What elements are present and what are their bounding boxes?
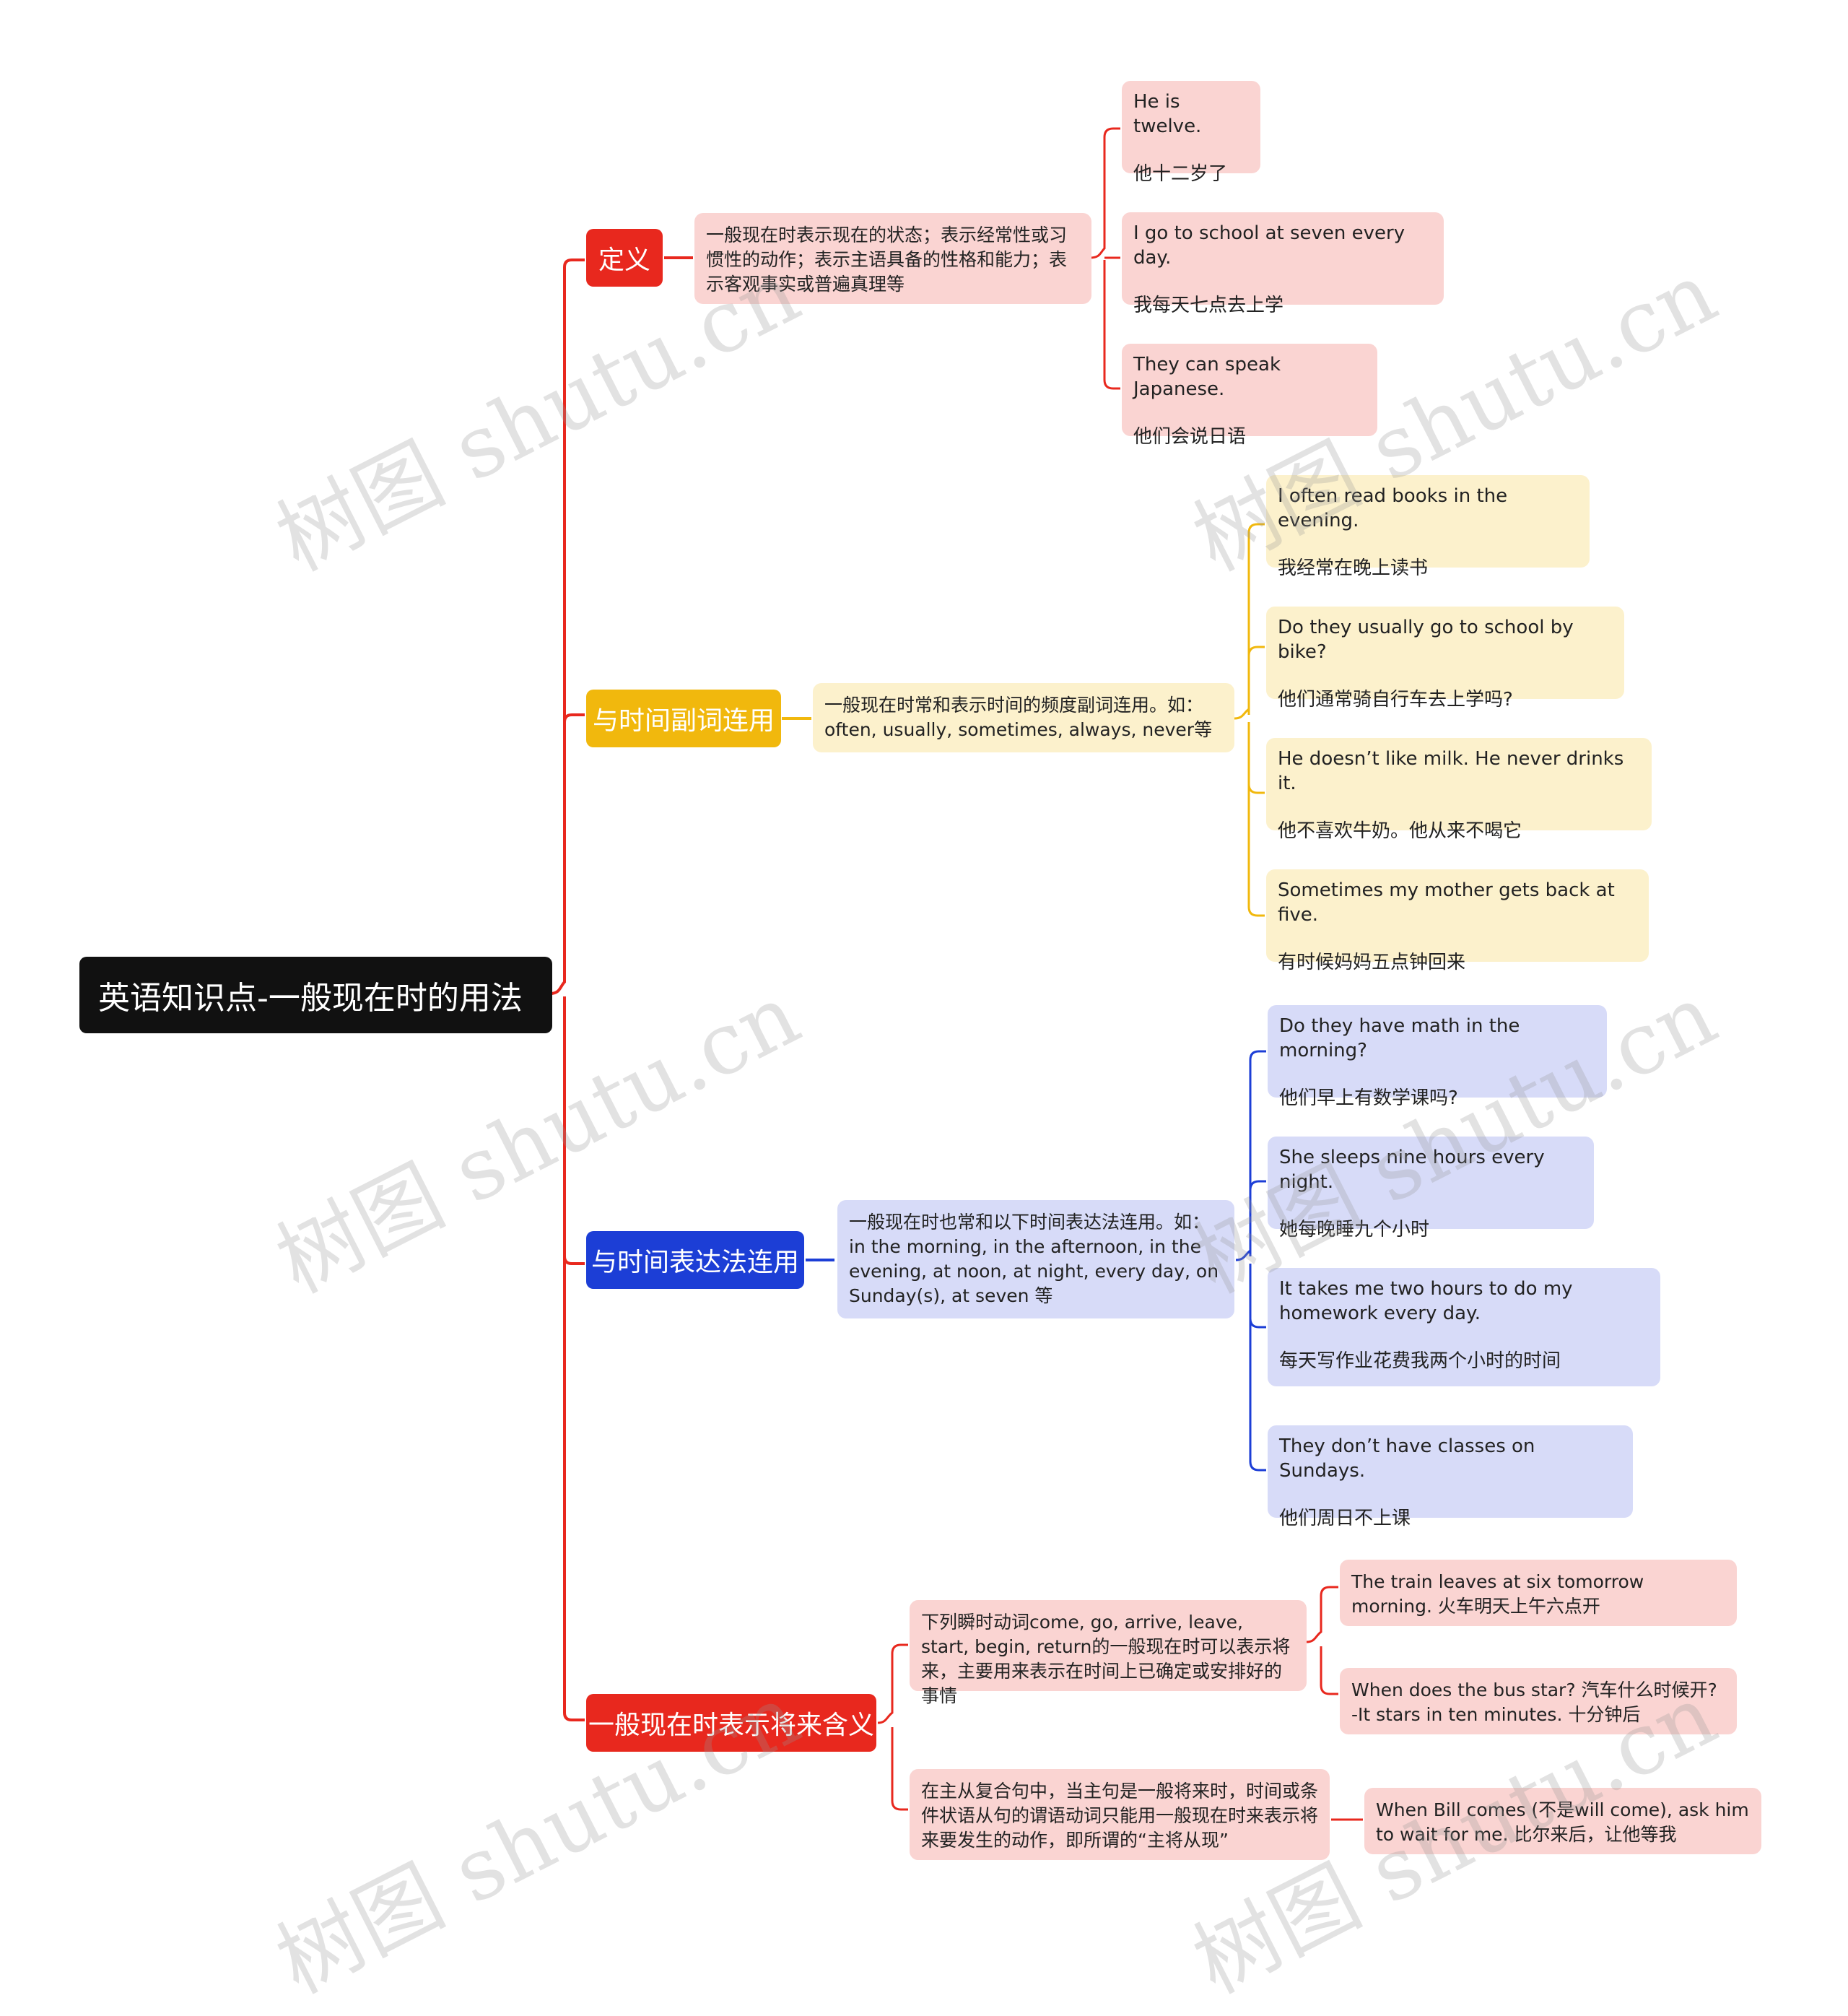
example-card[interactable]: I go to school at seven every day. 我每天七点… xyxy=(1122,212,1444,316)
example-card[interactable]: When does the bus star? 汽车什么时候开? -It sta… xyxy=(1340,1668,1737,1734)
connector-root-trunk xyxy=(549,258,585,995)
branch-time-expressions-description[interactable]: 一般现在时也常和以下时间表达法连用。如：in the morning, in t… xyxy=(837,1200,1234,1318)
example-card[interactable]: He doesn’t like milk. He never drinks it… xyxy=(1266,738,1652,842)
branch-definition[interactable]: 定义 xyxy=(586,229,663,287)
connector-trunk-b3 xyxy=(563,1256,585,1265)
branch-label: 一般现在时表示将来含义 xyxy=(588,1711,874,1740)
root-topic[interactable]: 英语知识点-一般现在时的用法 xyxy=(79,957,552,1033)
connector-b4-sub xyxy=(877,1643,908,1811)
branch-label: 定义 xyxy=(598,246,650,275)
branch-future-meaning[interactable]: 一般现在时表示将来含义 xyxy=(586,1694,876,1752)
example-card[interactable]: Do they usually go to school by bike? 他们… xyxy=(1266,607,1624,711)
branch-time-adverbs-description[interactable]: 一般现在时常和表示时间的频度副词连用。如：often, usually, som… xyxy=(813,683,1234,752)
connector-lines xyxy=(549,127,1363,1821)
example-card[interactable]: I often read books in the evening. 我经常在晚… xyxy=(1266,475,1590,579)
connector-sub1-examples xyxy=(1306,1586,1338,1695)
mind-map-canvas: 英语知识点-一般现在时的用法 定义 一般现在时表示现在的状态；表示经常性或习惯性… xyxy=(79,81,1761,2012)
future-sub-description[interactable]: 下列瞬时动词come, go, arrive, leave, start, be… xyxy=(910,1600,1307,1706)
connector-trunk-lower xyxy=(563,996,585,1721)
example-card[interactable]: They don’t have classes on Sundays. 他们周日… xyxy=(1268,1425,1633,1529)
connector-trunk-b2 xyxy=(563,713,585,723)
branch-label: 与时间副词连用 xyxy=(592,706,775,736)
branch-time-expressions[interactable]: 与时间表达法连用 xyxy=(586,1231,804,1289)
connector-b3-examples xyxy=(1235,1050,1266,1472)
connector-b1-examples xyxy=(1089,127,1120,390)
branch-time-adverbs[interactable]: 与时间副词连用 xyxy=(586,690,781,747)
example-card[interactable]: They can speak Japanese. 他们会说日语 xyxy=(1122,344,1377,448)
example-card[interactable]: She sleeps nine hours every night. 她每晚睡九… xyxy=(1268,1137,1594,1241)
example-card[interactable]: He is twelve. 他十二岁了 xyxy=(1122,81,1260,185)
connector-b2-examples xyxy=(1234,523,1265,917)
example-card[interactable]: The train leaves at six tomorrow morning… xyxy=(1340,1560,1737,1626)
example-card[interactable]: It takes me two hours to do my homework … xyxy=(1268,1268,1660,1386)
future-sub-description[interactable]: 在主从复合句中，当主句是一般将来时，时间或条件状语从句的谓语动词只能用一般现在时… xyxy=(910,1769,1330,1860)
example-card[interactable]: Do they have math in the morning? 他们早上有数… xyxy=(1268,1005,1607,1109)
example-card[interactable]: Sometimes my mother gets back at five. 有… xyxy=(1266,869,1649,973)
example-card[interactable]: When Bill comes (不是will come), ask him t… xyxy=(1364,1788,1761,1854)
branch-label: 与时间表达法连用 xyxy=(590,1248,799,1277)
root-title: 英语知识点-一般现在时的用法 xyxy=(98,980,523,1017)
branch-definition-description[interactable]: 一般现在时表示现在的状态；表示经常性或习惯性的动作；表示主语具备的性格和能力；表… xyxy=(694,213,1091,304)
